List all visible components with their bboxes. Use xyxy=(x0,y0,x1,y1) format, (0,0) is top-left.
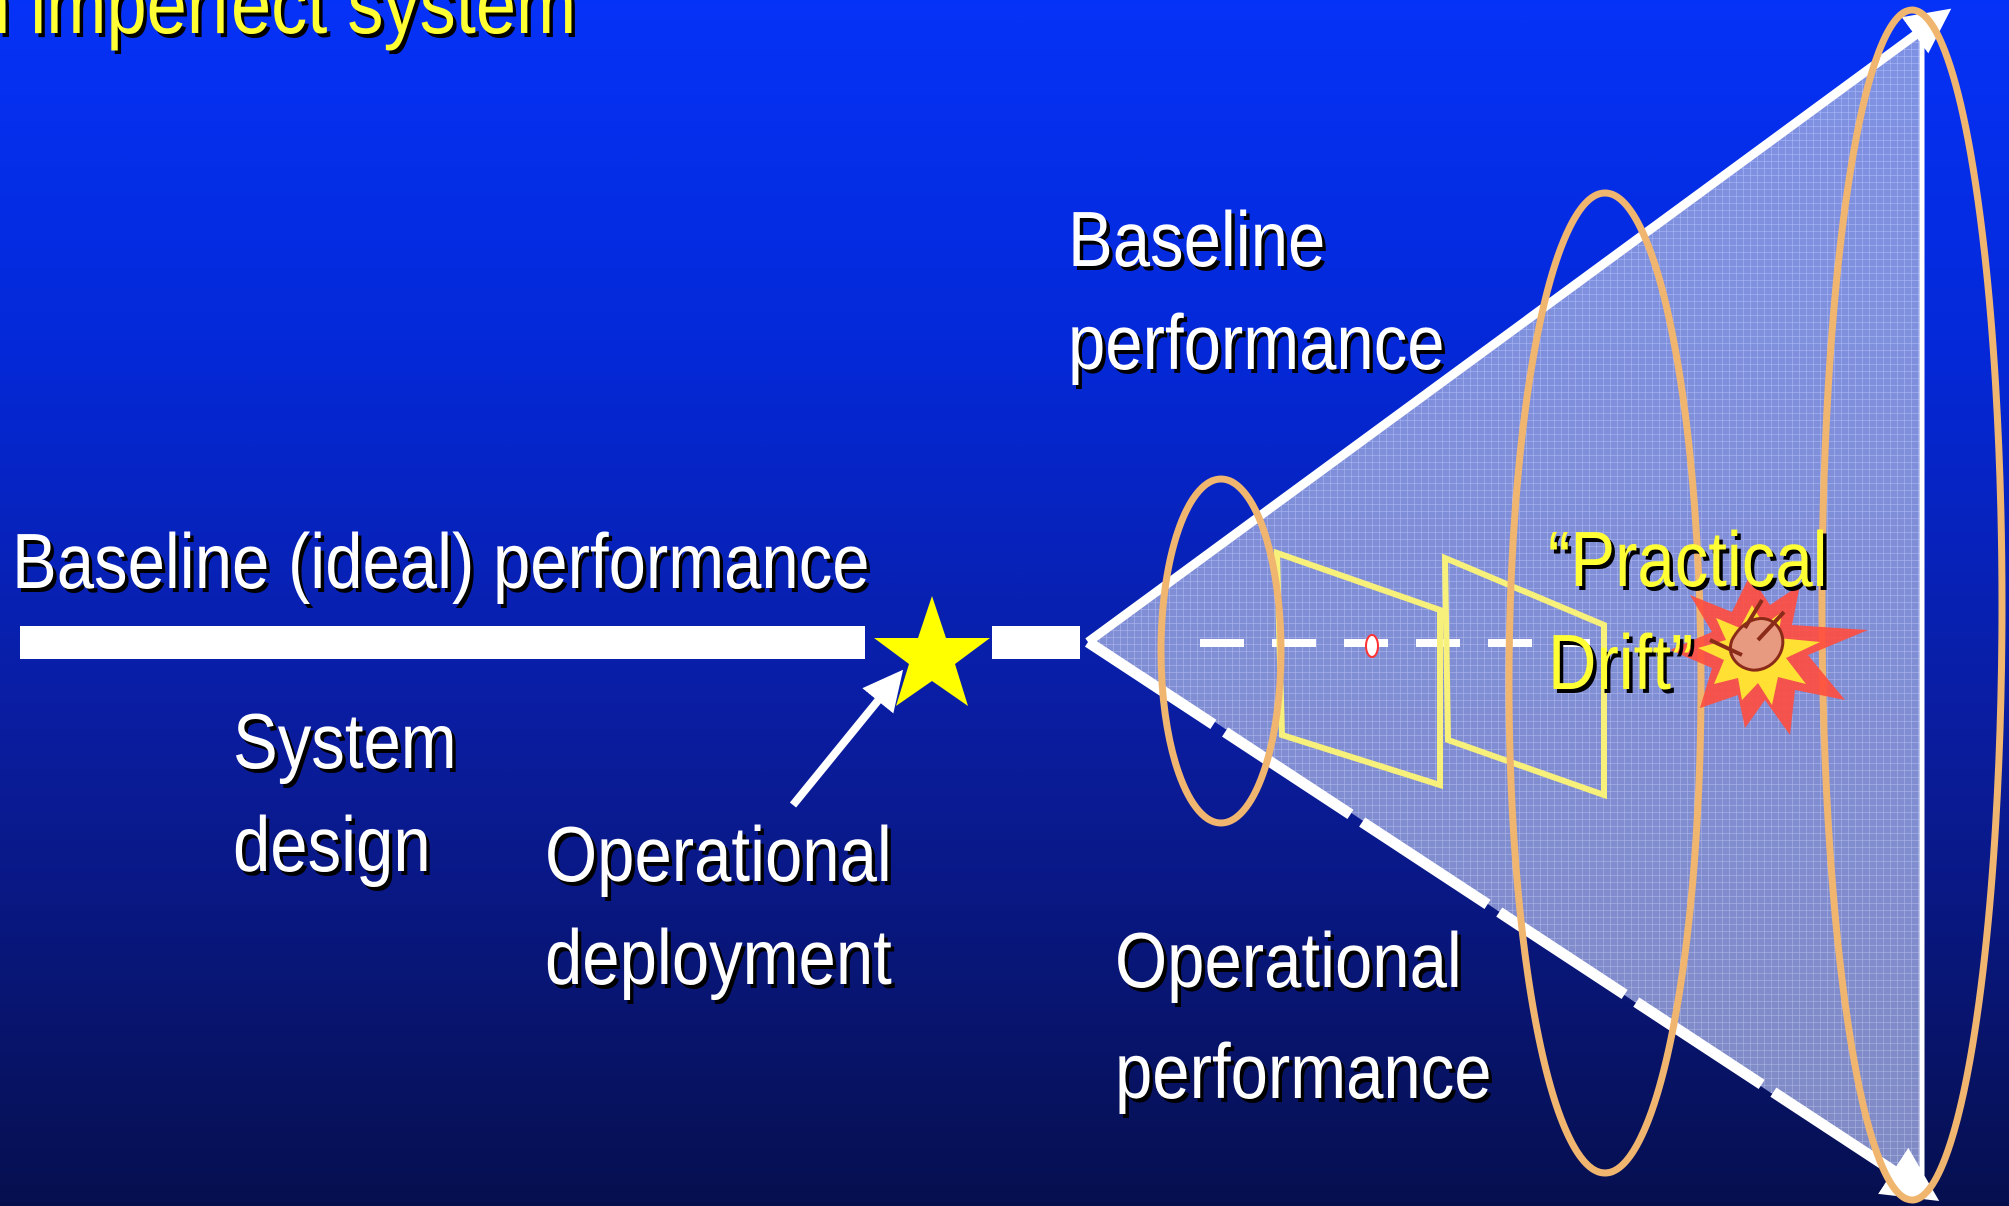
system-design-line-1: System xyxy=(233,697,457,785)
deployment-arrow xyxy=(789,669,904,808)
operational-performance-line-1: Operational xyxy=(1115,916,1462,1004)
baseline-performance-line-1: Baseline xyxy=(1068,195,1326,283)
system-design-label: System design xyxy=(233,690,457,896)
star-icon xyxy=(874,596,990,706)
ellipse-medium xyxy=(1505,189,1705,1177)
baseline-bar xyxy=(20,626,865,659)
centre-dot xyxy=(1365,634,1379,658)
cone-upper-edge xyxy=(1085,8,1952,646)
baseline-performance-label: Baseline performance xyxy=(1068,188,1445,394)
operational-performance-label: Operational performance xyxy=(1115,905,1492,1127)
cone-lower-edge xyxy=(1084,637,1940,1202)
baseline-bar-stub xyxy=(992,626,1080,659)
system-design-line-2: design xyxy=(233,799,431,888)
practical-drift-line-1: “Practical xyxy=(1548,515,1828,603)
drift-box-2 xyxy=(1441,553,1607,800)
operational-deployment-line-2: deployment xyxy=(545,912,892,1001)
practical-drift-label: “Practical Drift” xyxy=(1548,508,1828,714)
baseline-performance-line-2: performance xyxy=(1068,297,1445,386)
ellipse-small xyxy=(1157,475,1285,827)
slide-title: n imperfect system xyxy=(0,0,577,51)
operational-performance-line-2: performance xyxy=(1115,1026,1492,1115)
ellipse-large xyxy=(1818,6,2006,1204)
operational-deployment-line-1: Operational xyxy=(545,810,892,898)
baseline-ideal-label: Baseline (ideal) performance xyxy=(12,517,870,605)
operational-deployment-label: Operational deployment xyxy=(545,803,892,1009)
explosion-icon xyxy=(1670,575,1868,735)
practical-drift-line-2: Drift” xyxy=(1548,617,1694,706)
